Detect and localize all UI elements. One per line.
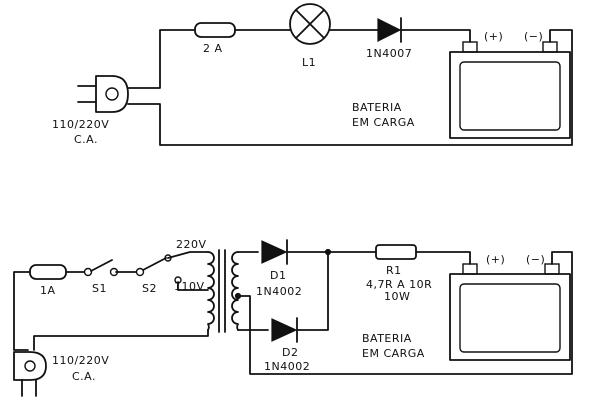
c2-plug-label-line1: 110/220V [52, 354, 109, 367]
c1-plug-icon [77, 75, 129, 113]
c2-wire-s2-220 [167, 251, 209, 259]
c2-wire-primary-return [33, 329, 209, 351]
c2-r1-power-label: 10W [384, 290, 410, 303]
c2-switch-s2 [135, 254, 182, 284]
circuit-1: 2 A L1 1N4007 (+) (−) BATERIA EM CARGA [52, 3, 573, 146]
c1-lamp-label: L1 [302, 56, 316, 69]
c1-wire-diode-to-battery [401, 29, 471, 43]
c1-wire-plug-to-fuse [127, 29, 196, 89]
c1-lamp [289, 3, 331, 45]
c2-diode-d2 [271, 317, 298, 343]
c2-d2-part-label: 1N4002 [264, 360, 310, 373]
c2-d1-label: D1 [270, 269, 286, 282]
c1-battery-pos-label: (+) [484, 30, 503, 43]
c2-battery-pos-label: (+) [486, 253, 505, 266]
c2-tap-110-label: 110V [174, 280, 205, 293]
c2-switch-s1 [83, 259, 119, 277]
c2-battery-label-line2: EM CARGA [362, 347, 425, 360]
c2-resistor-r1 [375, 244, 417, 260]
c2-d2-label: D2 [282, 346, 298, 359]
c2-d1-part-label: 1N4002 [256, 285, 302, 298]
c2-diode-d1 [261, 239, 288, 265]
c2-wire-s2-110 [177, 281, 209, 291]
c2-r1-label: R1 [386, 264, 402, 277]
c1-fuse [194, 22, 236, 38]
c2-r1-value-label: 4,7R A 10R [366, 278, 432, 291]
c2-plug-label-line2: C.A. [72, 370, 96, 383]
c1-battery [449, 41, 571, 139]
c2-transformer [207, 249, 242, 333]
c2-wire-center-tap-return [237, 251, 573, 375]
c1-wire-return [127, 29, 573, 146]
c2-battery-neg-label: (−) [526, 253, 545, 266]
c1-plug-label-line2: C.A. [74, 133, 98, 146]
c2-wire-d2-to-junction [297, 251, 329, 331]
c1-battery-label-line1: BATERIA [352, 101, 402, 114]
c2-s2-label: S2 [142, 282, 157, 295]
c2-s1-label: S1 [92, 282, 107, 295]
c1-diode-label: 1N4007 [366, 47, 412, 60]
circuit-2: 1A S1 S2 220V 110V [13, 238, 573, 397]
c2-junction-dot [324, 248, 332, 256]
c2-fuse-label: 1A [40, 284, 56, 297]
c2-battery-label-line1: BATERIA [362, 332, 412, 345]
c1-battery-neg-label: (−) [524, 30, 543, 43]
c2-battery [449, 263, 571, 361]
c1-diode [377, 17, 402, 43]
c2-wire-plug-to-fuse [13, 271, 31, 351]
c2-plug-icon [13, 351, 47, 397]
c2-tap-220-label: 220V [176, 238, 207, 251]
c2-wire-r1-to-battery [415, 251, 471, 265]
c1-plug-label-line1: 110/220V [52, 118, 109, 131]
c1-battery-label-line2: EM CARGA [352, 116, 415, 129]
c1-fuse-label: 2 A [203, 42, 223, 55]
c2-fuse [29, 264, 67, 280]
